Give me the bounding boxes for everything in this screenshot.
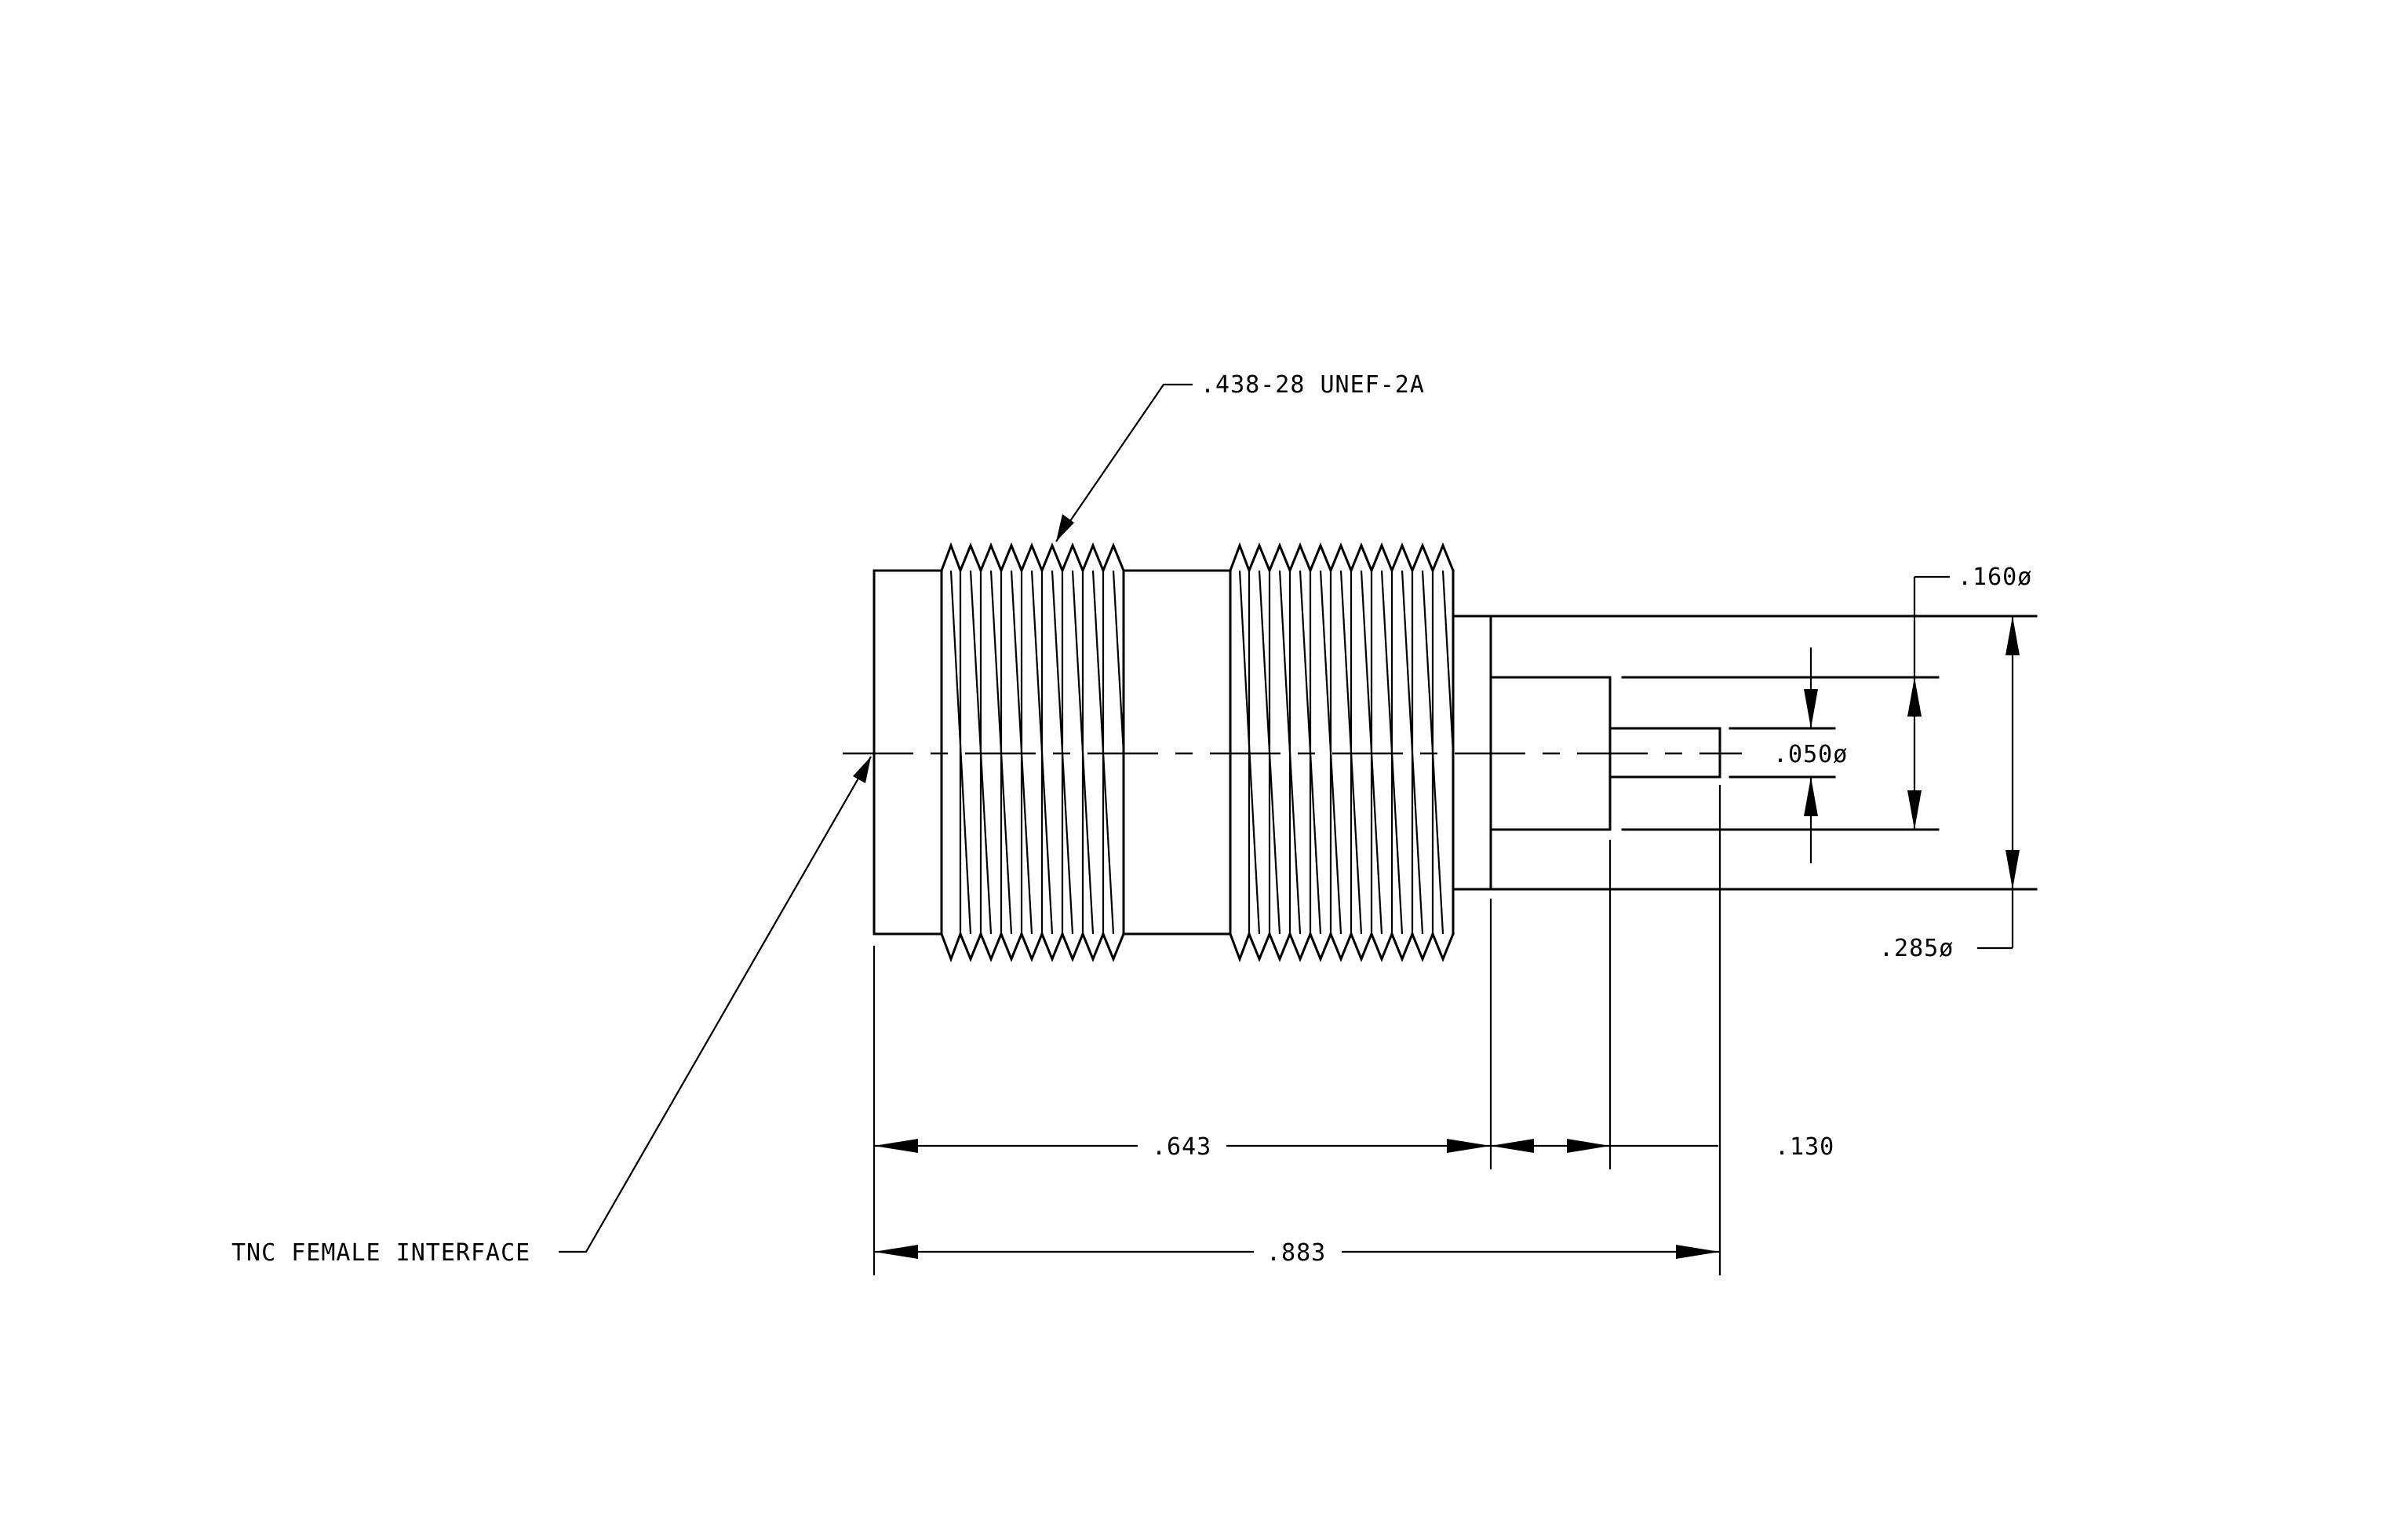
dimension-643-label: .643 [1152,1133,1211,1161]
extension-lines [872,785,1721,1275]
connector-body [872,542,2038,963]
thread-helix-1 [949,570,1125,935]
dimension-050 [1804,647,1818,863]
thread-callout-label: .438-28 UNEF-2A [1200,371,1425,399]
dimension-160 [1907,575,1950,831]
dimension-050-label: .050ø [1773,741,1848,768]
dimension-130 [1491,1139,1718,1153]
interface-callout-label: TNC FEMALE INTERFACE [231,1239,530,1267]
dimension-160-label: .160ø [1958,564,2032,591]
interface-callout [559,756,872,1253]
dimension-883 [874,1245,1720,1259]
dimension-285-label: .285ø [1879,935,1954,962]
dimension-643 [874,1139,1491,1153]
dimension-883-label: .883 [1266,1239,1326,1267]
thread-callout [1055,383,1193,542]
dimension-130-label: .130 [1775,1133,1834,1161]
thread-helix-2 [1238,570,1455,935]
dimension-285 [1977,616,2020,950]
